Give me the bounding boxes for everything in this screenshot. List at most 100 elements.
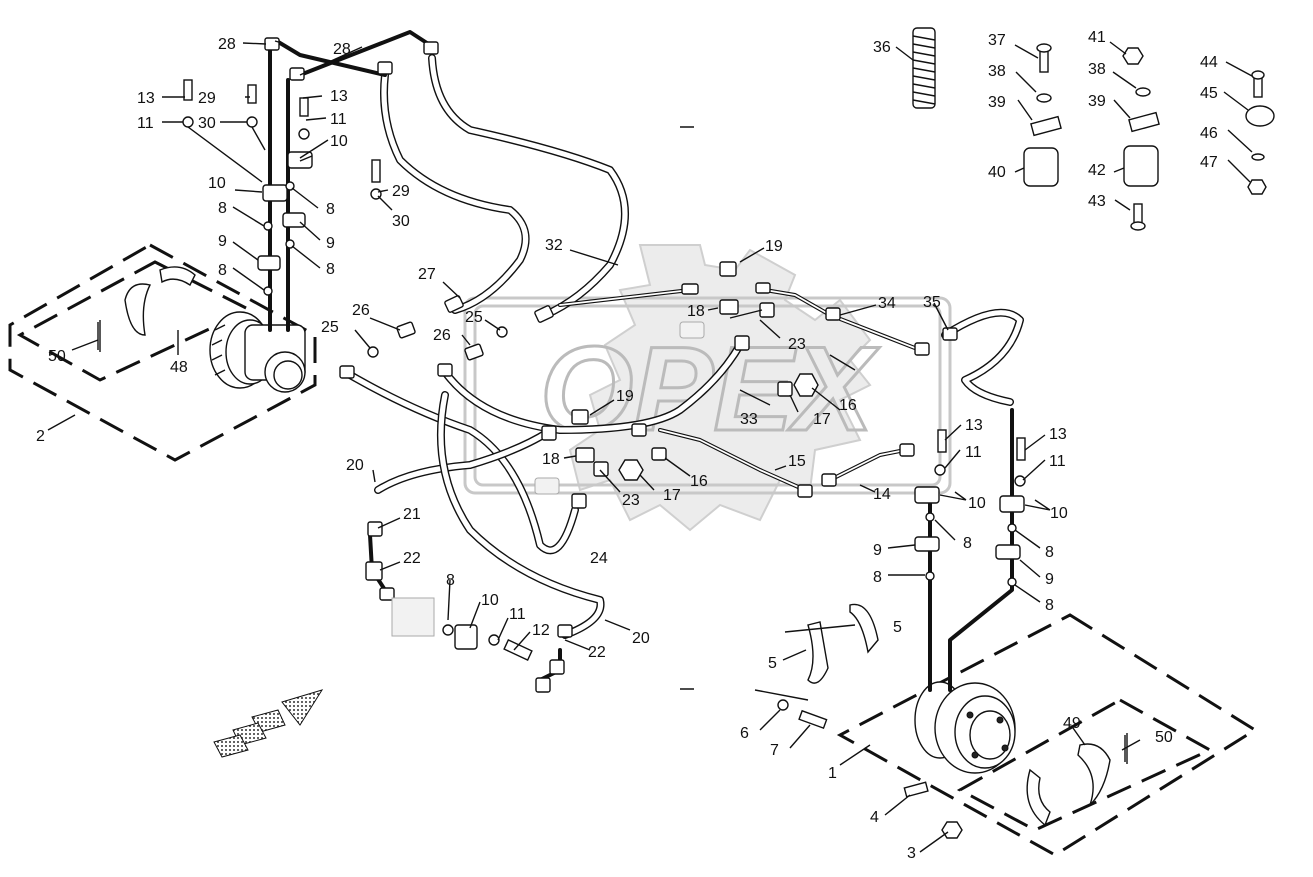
callout-29: 29 xyxy=(198,90,216,107)
callout-50: 50 xyxy=(48,348,66,365)
callout-5: 5 xyxy=(768,655,777,672)
callout-18: 18 xyxy=(687,303,705,320)
callout-44: 44 xyxy=(1200,54,1218,71)
callout-25: 25 xyxy=(321,319,339,336)
callout-47: 47 xyxy=(1200,154,1218,171)
callout-labels: 28 28 13 29 13 11 30 11 10 10 29 8 8 30 … xyxy=(36,29,1218,862)
left-brake-shoe xyxy=(97,266,196,352)
callout-9: 9 xyxy=(218,233,227,250)
callout-29: 29 xyxy=(392,183,410,200)
callout-5: 5 xyxy=(893,619,902,636)
callout-42: 42 xyxy=(1088,162,1106,179)
callout-26: 26 xyxy=(352,302,370,319)
shim-plates-5 xyxy=(807,603,879,684)
callout-21: 21 xyxy=(403,506,421,523)
hoses xyxy=(341,54,1024,639)
callout-40: 40 xyxy=(988,164,1006,181)
callout-26: 26 xyxy=(433,327,451,344)
callout-34: 34 xyxy=(878,295,896,312)
callout-6: 6 xyxy=(740,725,749,742)
callout-46: 46 xyxy=(1200,125,1218,142)
callout-41: 41 xyxy=(1088,29,1106,46)
callout-11: 11 xyxy=(330,111,347,128)
callout-23: 23 xyxy=(622,492,640,509)
leader-lines xyxy=(47,40,1253,853)
callout-4: 4 xyxy=(870,809,879,826)
callout-10: 10 xyxy=(968,495,986,512)
callout-38: 38 xyxy=(1088,61,1106,78)
callout-30: 30 xyxy=(392,213,410,230)
callout-8: 8 xyxy=(326,201,335,218)
callout-8: 8 xyxy=(218,200,227,217)
callout-17: 17 xyxy=(813,411,831,428)
callout-20: 20 xyxy=(346,457,364,474)
callout-9: 9 xyxy=(873,542,882,559)
callout-10: 10 xyxy=(1050,505,1068,522)
callout-13: 13 xyxy=(330,88,348,105)
callout-45: 45 xyxy=(1200,85,1218,102)
callout-10: 10 xyxy=(330,133,348,150)
callout-14: 14 xyxy=(873,486,891,503)
callout-13: 13 xyxy=(965,417,983,434)
callout-13: 13 xyxy=(137,90,155,107)
right-motor-assembly-outline xyxy=(836,613,1258,857)
rigid-pipes xyxy=(268,30,1014,692)
callout-8: 8 xyxy=(326,261,335,278)
loose-parts-legend xyxy=(912,27,1275,231)
callout-10: 10 xyxy=(481,592,499,609)
callout-8: 8 xyxy=(218,262,227,279)
callout-25: 25 xyxy=(465,309,483,326)
callout-38: 38 xyxy=(988,63,1006,80)
callout-8: 8 xyxy=(1045,597,1054,614)
callout-19: 19 xyxy=(616,388,634,405)
callout-9: 9 xyxy=(326,235,335,252)
callout-12: 12 xyxy=(532,622,550,639)
callout-16: 16 xyxy=(690,473,708,490)
callout-8: 8 xyxy=(446,572,455,589)
callout-8: 8 xyxy=(963,535,972,552)
callout-50: 50 xyxy=(1155,729,1173,746)
callout-30: 30 xyxy=(198,115,216,132)
callout-36: 36 xyxy=(873,39,891,56)
callout-27: 27 xyxy=(418,266,436,283)
watermark-logo: OPEX xyxy=(463,244,952,532)
callout-28: 28 xyxy=(218,36,236,53)
callout-8: 8 xyxy=(1045,544,1054,561)
callout-7: 7 xyxy=(770,742,779,759)
callout-32: 32 xyxy=(545,237,563,254)
callout-37: 37 xyxy=(988,32,1006,49)
callout-48: 48 xyxy=(170,359,188,376)
callout-9: 9 xyxy=(1045,571,1054,588)
callout-11: 11 xyxy=(1049,453,1066,470)
callout-39: 39 xyxy=(988,94,1006,111)
callout-13: 13 xyxy=(1049,426,1067,443)
callout-16: 16 xyxy=(839,397,857,414)
callout-8: 8 xyxy=(873,569,882,586)
right-brake-shoe xyxy=(1026,733,1128,827)
callout-22: 22 xyxy=(588,644,606,661)
fittings xyxy=(264,37,958,693)
callout-35: 35 xyxy=(923,294,941,311)
left-motor-assembly-outline xyxy=(8,243,317,462)
callout-22: 22 xyxy=(403,550,421,567)
callout-11: 11 xyxy=(965,444,982,461)
callout-49: 49 xyxy=(1063,715,1081,732)
callout-1: 1 xyxy=(828,765,837,782)
callout-18: 18 xyxy=(542,451,560,468)
callout-15: 15 xyxy=(788,453,806,470)
callout-43: 43 xyxy=(1088,193,1106,210)
left-hydraulic-motor xyxy=(209,311,306,393)
center-marks xyxy=(680,126,694,690)
right-hydraulic-motor xyxy=(914,681,1016,774)
callout-28: 28 xyxy=(333,41,351,58)
callout-3: 3 xyxy=(907,845,916,862)
callout-10: 10 xyxy=(208,175,226,192)
callout-33: 33 xyxy=(740,411,758,428)
callout-24: 24 xyxy=(590,550,608,567)
direction-arrow-icon xyxy=(213,689,324,758)
callout-23: 23 xyxy=(788,336,806,353)
clamps-and-bolts xyxy=(182,79,1026,839)
callout-20: 20 xyxy=(632,630,650,647)
callout-11: 11 xyxy=(509,606,526,623)
